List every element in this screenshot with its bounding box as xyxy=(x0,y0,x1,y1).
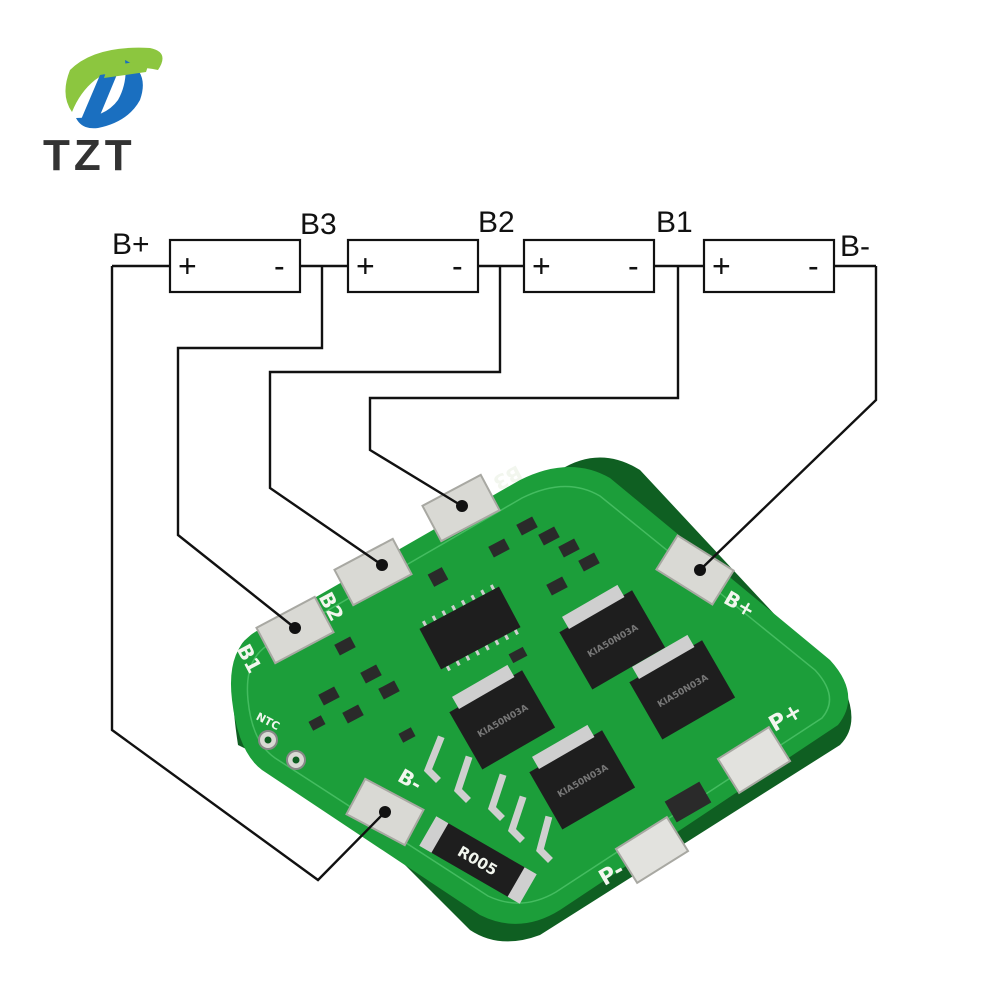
protection-ic xyxy=(419,584,521,672)
cell-minus-label: - xyxy=(274,248,285,284)
mosfet: KIA50N03A xyxy=(449,664,556,770)
pad-p-minus xyxy=(614,815,690,885)
pad-b2 xyxy=(333,537,413,607)
protection-board: KIA50N03A KIA50N03A KIA50N03A KIA50N03A xyxy=(230,457,852,942)
cell-minus-label: - xyxy=(808,248,819,284)
cell-2: + - xyxy=(346,238,480,294)
cell-plus-label: + xyxy=(532,248,551,284)
terminal-b-plus-label: B+ xyxy=(112,228,150,261)
wire-b1 xyxy=(368,266,680,508)
wire-b2 xyxy=(268,266,502,566)
brand-name: TZT xyxy=(43,131,136,180)
cell-plus-label: + xyxy=(178,248,197,284)
wire-b3 xyxy=(176,266,324,629)
battery-pack: + - + - + - + - xyxy=(112,238,876,294)
cell-3: + - xyxy=(522,238,656,294)
wire-b-minus xyxy=(699,266,878,571)
terminal-b3-label: B3 xyxy=(300,208,337,241)
mosfet: KIA50N03A xyxy=(629,634,736,740)
cell-minus-label: - xyxy=(452,248,463,284)
terminal-b1-label: B1 xyxy=(656,206,693,239)
smd-components xyxy=(308,516,712,823)
brand-logo: TZT xyxy=(43,47,163,180)
wire-b-plus xyxy=(110,266,386,882)
cell-4: + - xyxy=(702,238,836,294)
mosfet: KIA50N03A xyxy=(529,724,636,830)
mosfet: KIA50N03A xyxy=(559,584,666,690)
cell-plus-label: + xyxy=(356,248,375,284)
terminal-b2-label: B2 xyxy=(478,206,515,239)
logo-emblem-icon xyxy=(65,47,163,129)
terminal-b-minus-label: B- xyxy=(840,230,870,263)
cell-minus-label: - xyxy=(628,248,639,284)
cell-1: + - xyxy=(168,238,302,294)
pad-p-plus xyxy=(716,725,792,795)
cell-plus-label: + xyxy=(712,248,731,284)
connection-wires xyxy=(110,266,878,882)
